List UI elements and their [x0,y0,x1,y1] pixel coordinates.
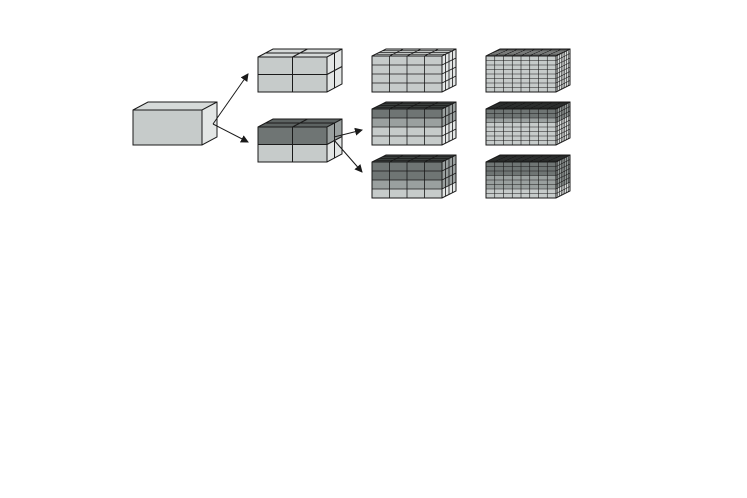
grid-line [441,181,457,190]
grid-line [555,168,571,176]
block-outline [371,101,457,146]
grid-line [326,66,343,75]
grid-line [441,163,457,172]
arrow-right-icon [212,73,249,125]
block-outline [257,48,343,93]
grid-line [555,119,571,128]
grid-line [441,119,457,128]
grid-line [555,172,571,181]
grid-line [555,159,571,167]
grid-line [555,62,571,70]
grid-line [555,71,571,79]
octree-block-level-1-2 [257,118,343,163]
block-front-face [133,110,202,145]
grid-line [555,177,571,185]
grid-line [555,57,571,66]
block-outline [132,101,218,146]
grid-line [441,66,457,75]
octree-block-level-3-8 [485,154,571,199]
grid-line [441,57,457,66]
grid-line [555,110,571,119]
grid-line [555,133,571,141]
octree-block-level-2-5 [371,154,457,199]
block-outline [485,101,571,146]
grid-line [555,53,571,61]
grid-line [555,186,571,194]
grid-line [555,124,571,132]
arrow-right-icon [333,127,363,138]
grid-line [555,128,571,137]
grid-line [441,128,457,137]
grid-line [441,75,457,84]
octree-block-level-1-1 [257,48,343,93]
grid-line [555,75,571,84]
block-outline [371,48,457,93]
octree-block-level-3-7 [485,101,571,146]
grid-line [441,172,457,181]
arrow-right-icon [333,139,363,173]
arrow-right-icon [212,123,249,143]
block-outline [257,118,343,163]
grid-line [555,106,571,114]
octree-block-level-2-3 [371,48,457,93]
grid-line [441,110,457,119]
block-outline [371,154,457,199]
grid-line [555,115,571,123]
octree-block-level-2-4 [371,101,457,146]
grid-line [555,80,571,88]
block-top-face [133,102,217,110]
grid-line [555,181,571,190]
grid-line [555,163,571,172]
octree-block-level-0-0 [132,101,218,146]
block-outline [485,154,571,199]
block-outline [485,48,571,93]
grid-line [555,66,571,75]
octree-block-level-3-6 [485,48,571,93]
block-side-face [202,102,217,145]
